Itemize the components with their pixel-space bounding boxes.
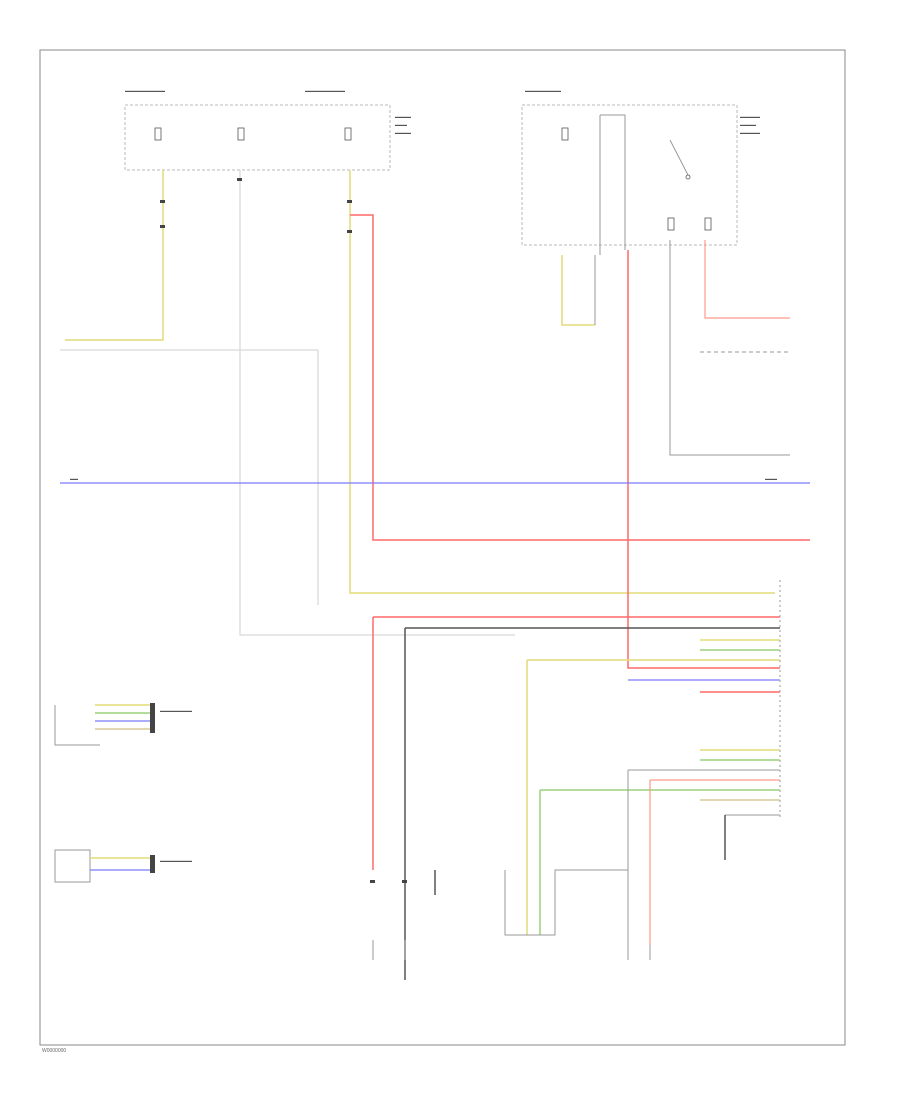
fuse-box-left-side-label: ▬▬▬▬	[395, 114, 411, 119]
connector-c4	[347, 200, 352, 203]
module-bottom-left-pin-2	[402, 880, 407, 883]
module-bottom-left-pin-1	[370, 880, 375, 883]
sensor-left-2-label: ▬▬▬▬▬▬▬▬	[160, 858, 192, 863]
wire-gray-fuse2	[239, 170, 515, 636]
relay-contact	[685, 174, 691, 180]
module-bottom-right-leads	[627, 945, 651, 960]
fuse-box-right-title: ▬▬▬▬▬▬▬▬▬	[525, 88, 561, 93]
fuse-box-left-side-label-2: ▬▬▬	[395, 122, 407, 127]
wire-red-fuse6	[704, 240, 790, 319]
fuse-box-right-outline	[521, 104, 738, 246]
wire-gray-fuse5	[669, 240, 790, 456]
fuse-box-left-outline	[124, 104, 391, 171]
fuse-5-symbol	[667, 217, 675, 231]
fuse-box-left-side-label-3: ▬▬▬▬	[395, 130, 411, 135]
sensor-left-2-connector	[150, 855, 155, 873]
wire-blue-label-right: ▬▬▬	[765, 476, 777, 481]
connector-c1	[160, 200, 165, 203]
wire-blue-label-left: ▬▬	[70, 476, 78, 481]
module-bottom-left	[370, 880, 407, 960]
wire-red-fuse3	[350, 214, 810, 541]
sensor-left-1: ▬▬▬▬▬▬▬▬	[54, 703, 192, 746]
sensor-left-2: ▬▬▬▬▬▬▬▬	[54, 849, 192, 883]
fuse-box-right-side-label-3: ▬▬▬▬▬	[740, 130, 760, 135]
sensor-left-2-outline	[54, 849, 91, 883]
module-bottom-right	[627, 945, 651, 960]
fuse-1-symbol	[154, 127, 162, 141]
fuse-box-right: ▬▬▬▬▬▬▬▬▬ ▬▬▬▬▬ ▬▬▬▬ ▬▬▬▬▬	[521, 88, 760, 255]
module-bottom-left-leads	[372, 940, 406, 960]
fuse-box-right-side-label-2: ▬▬▬▬	[740, 122, 756, 127]
sensor-left-1-outline	[54, 705, 100, 746]
wire-yellow-fuse4	[561, 255, 595, 326]
relay-switch	[669, 139, 689, 176]
fuse-box-left-title-2: ▬▬▬▬▬▬▬▬▬▬	[305, 88, 345, 93]
connector-c3	[237, 178, 242, 181]
wire-yellow-fuse1	[65, 170, 164, 341]
fuse-2-symbol	[237, 127, 245, 141]
diagram-border	[39, 49, 846, 1046]
sensor-left-1-connector	[150, 703, 155, 733]
wire-yellow-fuse3	[349, 170, 775, 594]
footer-code: W0000000	[42, 1048, 66, 1054]
wire-gray-branch	[240, 349, 319, 605]
fuse-box-right-side-label: ▬▬▬▬▬	[740, 114, 760, 119]
module-bottom-center-outline	[504, 869, 628, 936]
fuse-4-symbol	[561, 127, 569, 141]
relay-wire	[600, 114, 626, 250]
fuse-box-left-title: ▬▬▬▬▬▬▬▬▬▬	[125, 88, 165, 93]
fuse-box-left: ▬▬▬▬▬▬▬▬▬▬ ▬▬▬▬▬▬▬▬▬▬ ▬▬▬▬ ▬▬▬ ▬▬▬▬	[124, 88, 411, 171]
module-bottom-center	[434, 869, 628, 936]
sensor-left-1-label: ▬▬▬▬▬▬▬▬	[160, 708, 192, 713]
connector-c2	[160, 225, 165, 228]
connector-block-right	[372, 580, 781, 980]
fuse-6-symbol	[704, 217, 712, 231]
wire-red-right	[627, 250, 780, 669]
connector-c5	[347, 230, 352, 233]
fuse-3-symbol	[344, 127, 352, 141]
